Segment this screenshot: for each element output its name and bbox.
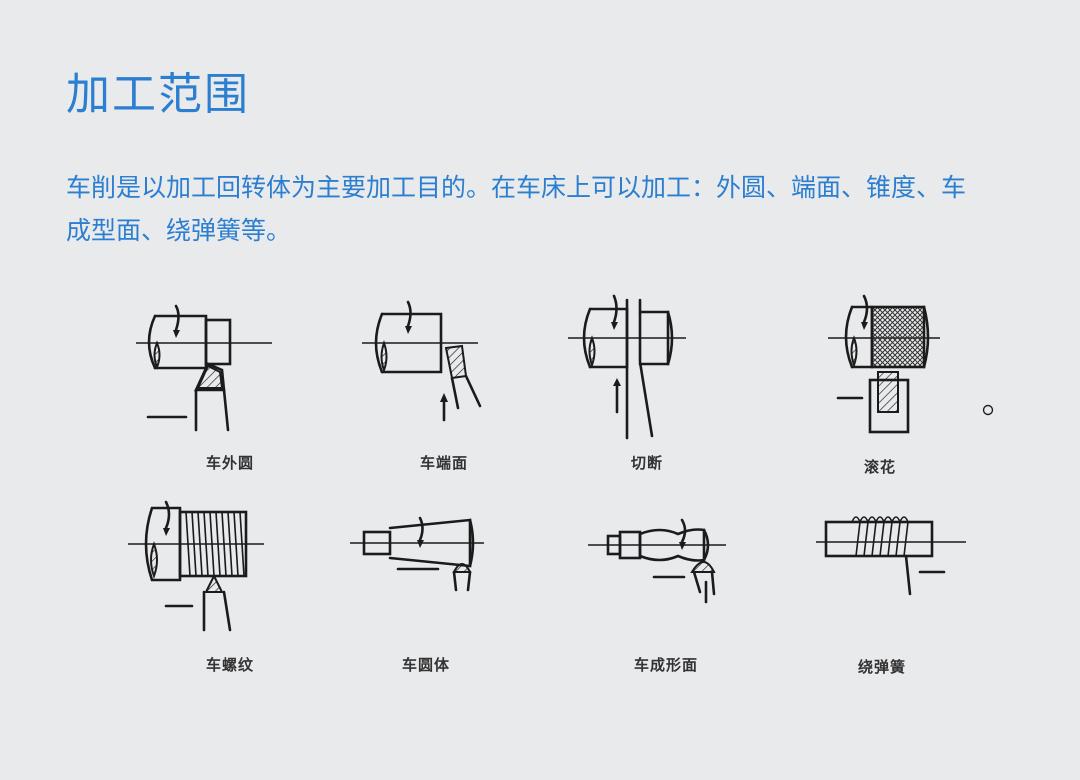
slide-title: 加工范围 — [66, 69, 250, 120]
diagram-form-turning — [588, 518, 726, 604]
caption-cutting-off: 切断 — [630, 454, 664, 472]
caption-turning-end-face: 车端面 — [419, 454, 469, 472]
caption-turning-outer: 车外圆 — [205, 454, 255, 472]
diagram-spring-winding — [816, 516, 966, 596]
caption-knurling: 滚花 — [863, 458, 897, 476]
diagram-turning-outer-circle — [136, 304, 272, 432]
diagram-taper-turning — [350, 516, 484, 592]
caption-form-turning: 车成形面 — [633, 656, 699, 674]
caption-spring-winding: 绕弹簧 — [857, 658, 907, 676]
diagram-cutting-off — [568, 294, 686, 440]
caption-thread-turning: 车螺纹 — [205, 656, 255, 674]
slide-description: 车削是以加工回转体为主要加工目的。在车床上可以加工：外圆、端面、锥度、车成型面、… — [66, 173, 967, 245]
diagram-turning-end-face — [362, 300, 482, 422]
stray-circle-mark — [982, 404, 994, 416]
diagram-knurling — [828, 294, 940, 434]
diagram-thread-turning — [128, 500, 264, 632]
caption-taper-turning: 车圆体 — [401, 656, 451, 674]
